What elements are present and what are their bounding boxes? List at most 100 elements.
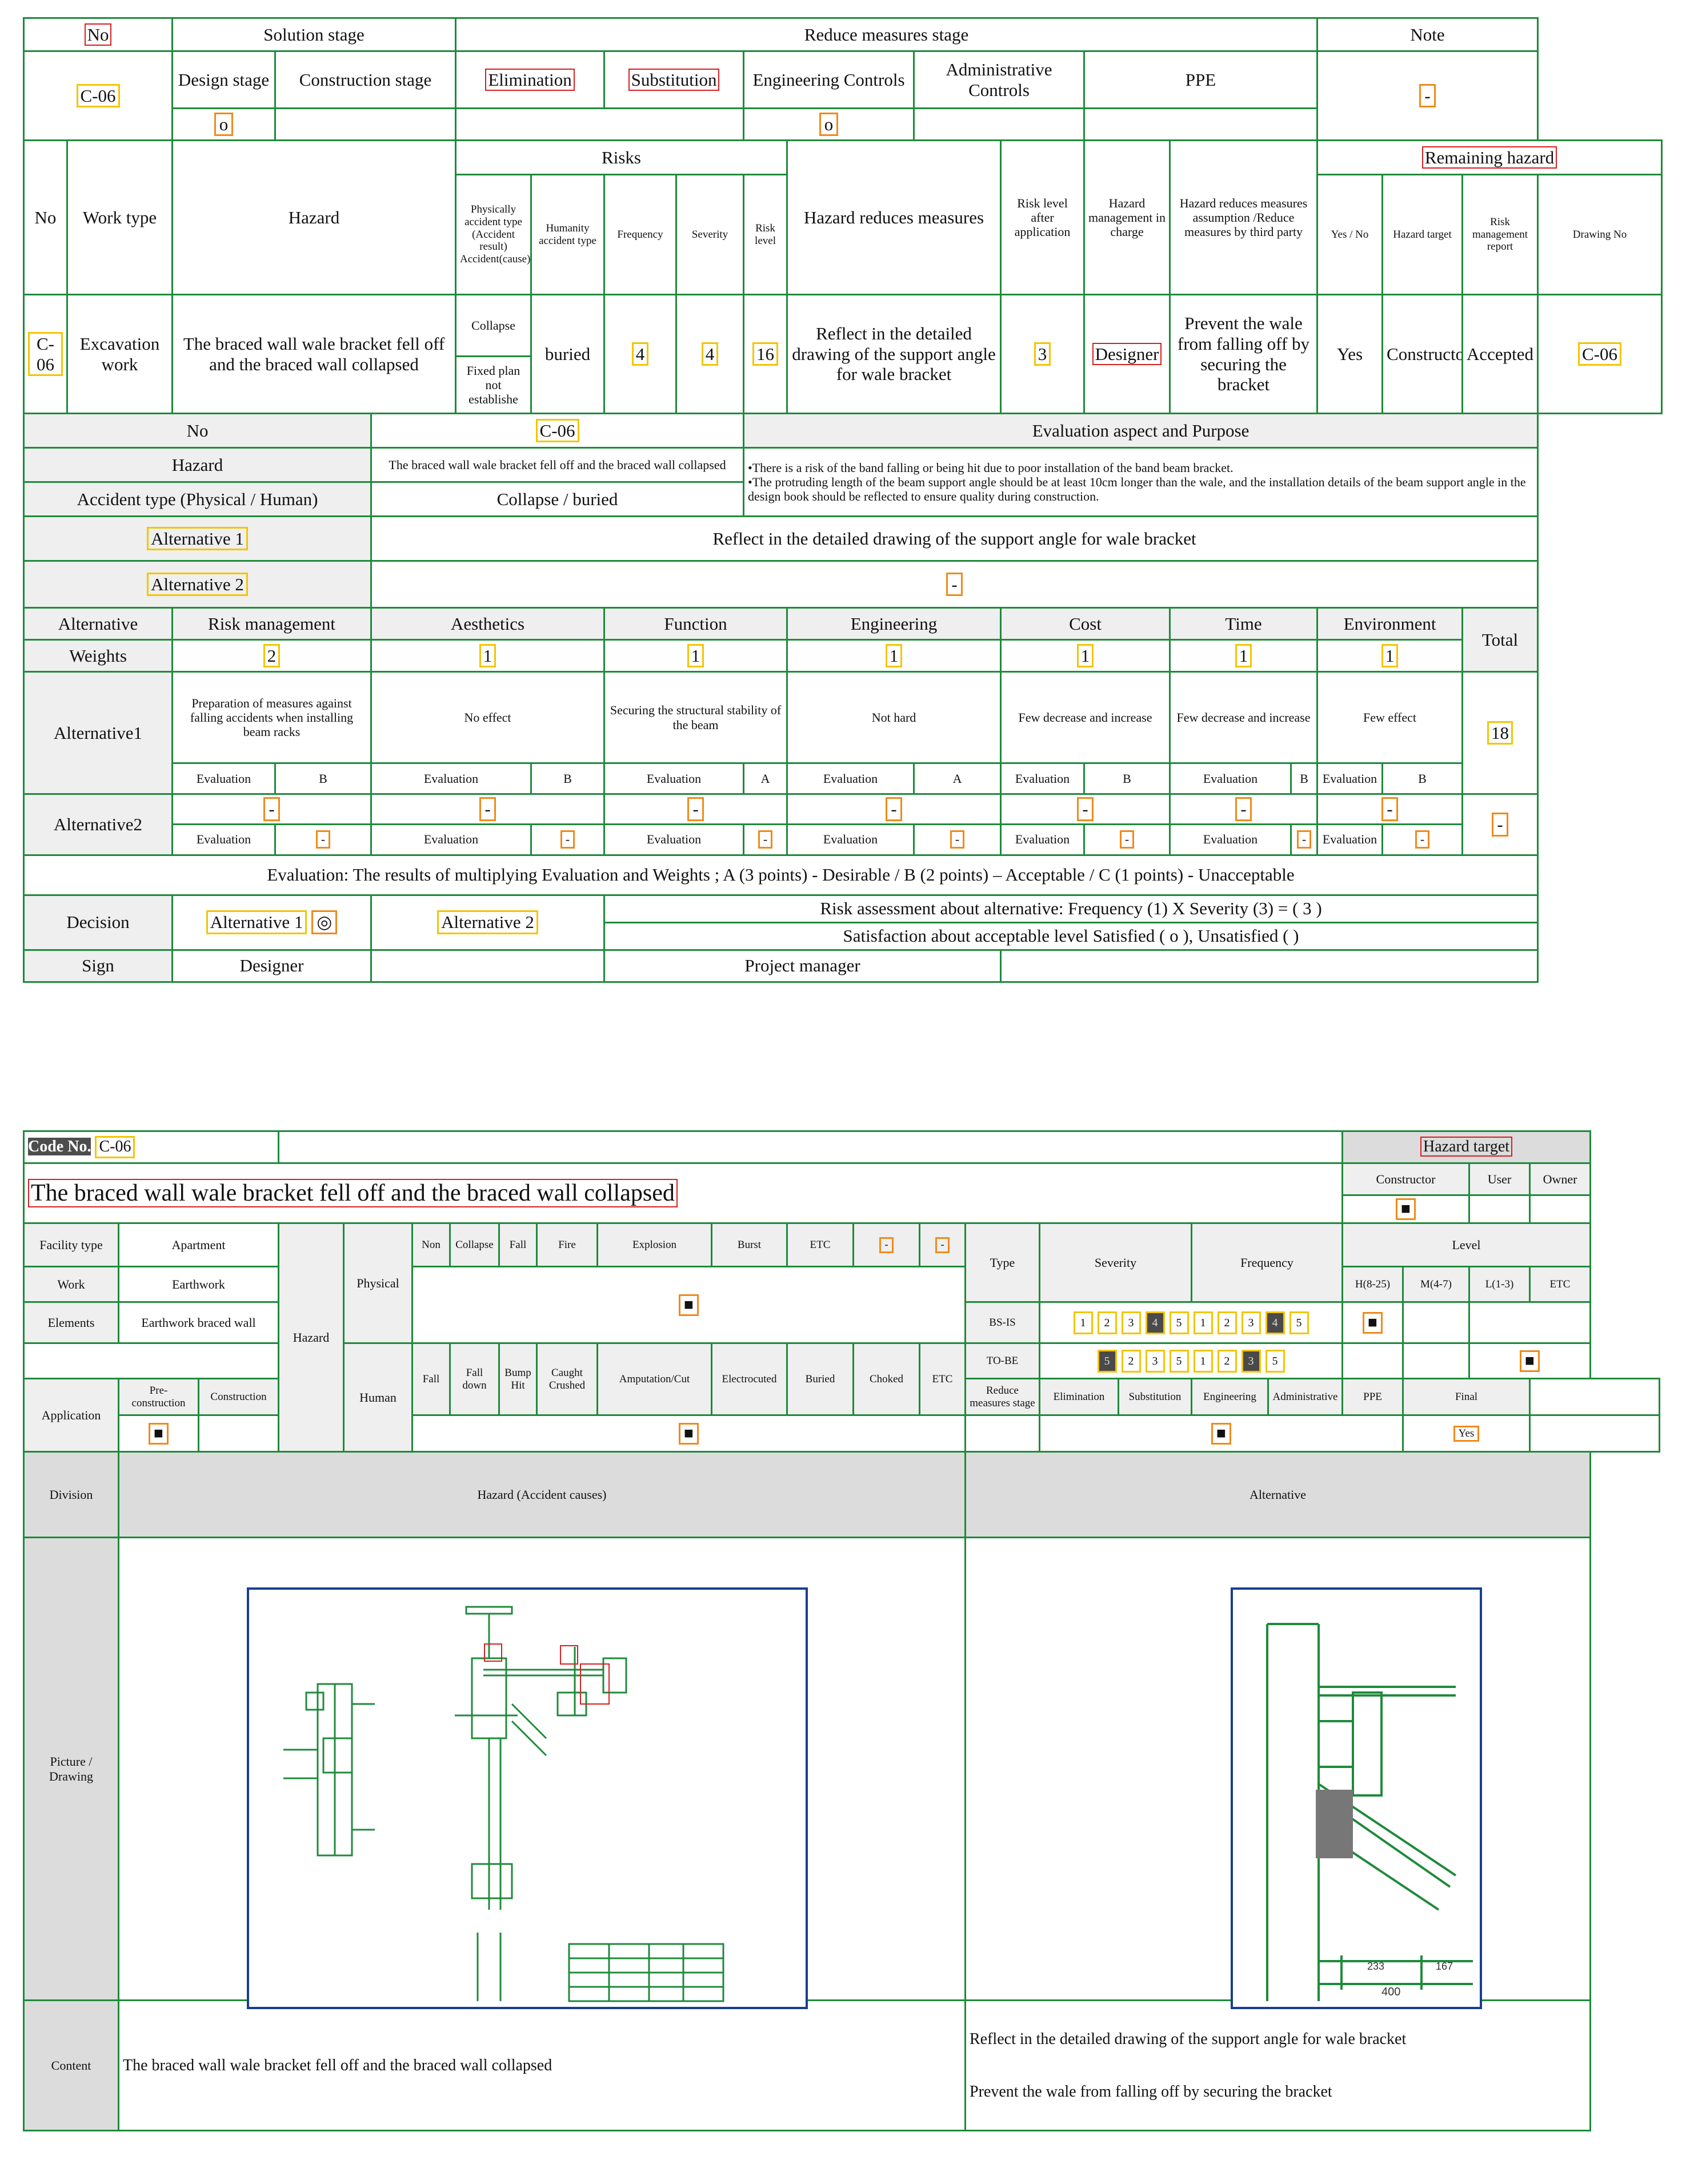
risk-assessment-table: No Solution stage Reduce measures stage … xyxy=(22,17,1663,983)
bs-sev-4: 4 xyxy=(1145,1311,1165,1334)
reduce-mark-blank xyxy=(964,1414,1040,1453)
reduce-col-4: PPE xyxy=(1341,1378,1404,1417)
risk-row-work-type: Excavation work xyxy=(66,294,174,414)
dim-233: 233 xyxy=(1367,1961,1384,1972)
content-alt1: Reflect in the detailed drawing of the s… xyxy=(970,2030,1407,2048)
alt1-grade-0: B xyxy=(274,762,373,795)
alt1-text-4: Few decrease and increase xyxy=(1000,671,1171,764)
risk-row-level: 16 xyxy=(743,294,788,414)
sign-designer: Designer xyxy=(171,949,373,983)
alt2-label: Alternative 2 xyxy=(22,560,373,609)
risk-row-no: C-06 xyxy=(23,294,68,414)
final-yes: Yes xyxy=(1402,1414,1531,1453)
human-col-1: Fall down xyxy=(449,1342,500,1417)
ppe-mark xyxy=(1083,107,1319,141)
type-label: Type xyxy=(964,1222,1040,1303)
eval-accident-label: Accident type (Physical / Human) xyxy=(22,481,373,517)
risk-row-frequency: 4 xyxy=(603,294,678,414)
criterion-3: Engineering xyxy=(786,607,1002,641)
reduce-marks: ■ xyxy=(1039,1414,1404,1453)
alt2-grade-2: - xyxy=(743,823,788,856)
phys-col-1: Collapse xyxy=(449,1222,500,1268)
content-label: Content xyxy=(23,1999,119,2132)
phys-col-7: - xyxy=(852,1222,920,1268)
bs-sev-1: 1 xyxy=(1073,1311,1093,1334)
code-row: Code No. C-06 xyxy=(23,1130,279,1164)
administrative-mark xyxy=(913,107,1086,141)
frequency-header: Frequency xyxy=(603,174,678,295)
eval-purpose-line1: •There is a risk of the band falling or … xyxy=(748,460,1234,475)
facility-type-value: Apartment xyxy=(118,1222,279,1268)
bs-sev-3: 3 xyxy=(1121,1311,1141,1334)
hazard-mgmt-header: Hazard management in charge xyxy=(1083,139,1171,295)
eval-purpose-line2: •The protruding length of the beam suppo… xyxy=(748,474,1526,504)
reduce-measures-header: Hazard reduces measures xyxy=(786,139,1002,295)
design-stage: Design stage xyxy=(171,50,277,109)
alt1-text-6: Few effect xyxy=(1316,671,1464,764)
total-header: Total xyxy=(1461,607,1539,673)
phys-col-2: Fall xyxy=(498,1222,538,1268)
tb-sev-3: 3 xyxy=(1145,1349,1165,1373)
alt1-total: 18 xyxy=(1461,671,1539,795)
no-header: No xyxy=(22,17,174,52)
alternative-drawing: 233 167 400 xyxy=(1231,1587,1482,2009)
human-col-3: Caught Crushed xyxy=(536,1342,598,1417)
risk-row-physical1: Collapse xyxy=(455,294,532,357)
owner-label: Owner xyxy=(1529,1162,1591,1196)
alternative-header: Alternative xyxy=(22,607,174,641)
human-col-8: ETC xyxy=(919,1342,966,1417)
eval-hazard-label: Hazard xyxy=(22,447,373,483)
alt2-row-label: Alternative2 xyxy=(22,793,174,856)
alt1-value: Reflect in the detailed drawing of the s… xyxy=(370,515,1539,562)
tb-level-rest: ■ xyxy=(1468,1342,1591,1380)
physical-label: Physical xyxy=(343,1222,413,1345)
alt1-text-3: Not hard xyxy=(786,671,1002,764)
hazard-drawing xyxy=(247,1587,808,2009)
third-party-header: Hazard reduces measures assumption /Redu… xyxy=(1169,139,1319,295)
alt2-text-4: - xyxy=(1000,793,1171,825)
dim-400: 400 xyxy=(1381,1986,1400,1998)
alt2-eval-label-4: Evaluation xyxy=(1000,823,1086,856)
criterion-0: Risk management xyxy=(171,607,373,641)
risk-row-physical2: Fixed plan not establishe xyxy=(455,355,532,414)
note-header: Note xyxy=(1316,17,1539,52)
alt2-grade-6: - xyxy=(1381,823,1464,856)
alt1-grade-3: A xyxy=(913,762,1002,795)
alt2-grade-5: - xyxy=(1290,823,1319,856)
weight-4: 1 xyxy=(1000,639,1171,673)
alt1-eval-label-1: Evaluation xyxy=(370,762,532,795)
eval-accident-value: Collapse / buried xyxy=(370,481,745,517)
phys-col-3: Fire xyxy=(536,1222,598,1268)
severity-label: Severity xyxy=(1039,1222,1192,1303)
tb-level-h xyxy=(1341,1342,1404,1380)
satisfaction-line: Satisfaction about acceptable level Sati… xyxy=(603,921,1539,951)
tb-freq-3: 3 xyxy=(1241,1349,1261,1373)
eval-no-label: No xyxy=(22,413,373,449)
human-col-0: Fall xyxy=(411,1342,451,1417)
tb-freq-2: 2 xyxy=(1217,1349,1237,1373)
final-blank xyxy=(1529,1378,1660,1417)
bs-freq-4: 4 xyxy=(1265,1311,1285,1334)
hazard-col-label: Hazard xyxy=(278,1222,345,1453)
pre-construction-mark: ■ xyxy=(118,1414,199,1453)
sign-label: Sign xyxy=(22,949,174,983)
alt1-grade-4: B xyxy=(1083,762,1171,795)
alt1-grade-6: B xyxy=(1381,762,1464,795)
alt1-text-5: Few decrease and increase xyxy=(1169,671,1319,764)
risk-row-third: Prevent the wale from falling off by sec… xyxy=(1169,294,1319,414)
criterion-4: Cost xyxy=(1000,607,1171,641)
reduce-col-2: Engineering xyxy=(1191,1378,1269,1417)
human-col-2: Bump Hit xyxy=(498,1342,538,1417)
engineering-mark: o xyxy=(743,107,915,141)
alt1-text-0: Preparation of measures against falling … xyxy=(171,671,373,764)
elim-subst-mark xyxy=(455,107,745,141)
dim-167: 167 xyxy=(1436,1961,1453,1972)
human-header: Humanity accident type xyxy=(530,174,606,295)
sign-pm-blank xyxy=(1000,949,1539,983)
alt2-text-2: - xyxy=(603,793,788,825)
weight-6: 1 xyxy=(1316,639,1464,673)
tb-freq-5: 5 xyxy=(1265,1349,1285,1373)
administrative-controls: Administrative Controls xyxy=(913,50,1086,109)
phys-col-8: - xyxy=(919,1222,966,1268)
